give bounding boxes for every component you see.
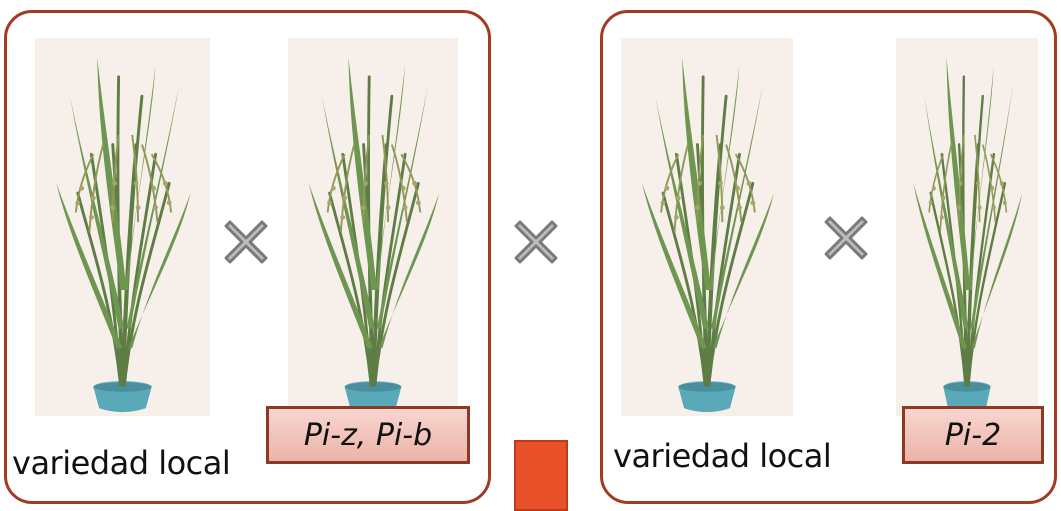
down-arrow — [514, 440, 568, 511]
local-variety-label-left: variedad local — [12, 444, 231, 482]
rice-plant-icon — [621, 38, 793, 416]
donor-genes-tag-right: Pi-2 — [902, 406, 1044, 464]
donor-genes-tag-left: Pi-z, Pi-b — [266, 406, 470, 464]
cross-icon — [824, 216, 868, 260]
rice-plant-icon — [896, 38, 1038, 416]
rice-plant-icon — [288, 38, 458, 416]
cross-icon — [224, 220, 268, 264]
local-variety-label-right: variedad local — [613, 437, 832, 475]
cross-icon — [514, 220, 558, 264]
rice-plant-icon — [35, 38, 210, 416]
